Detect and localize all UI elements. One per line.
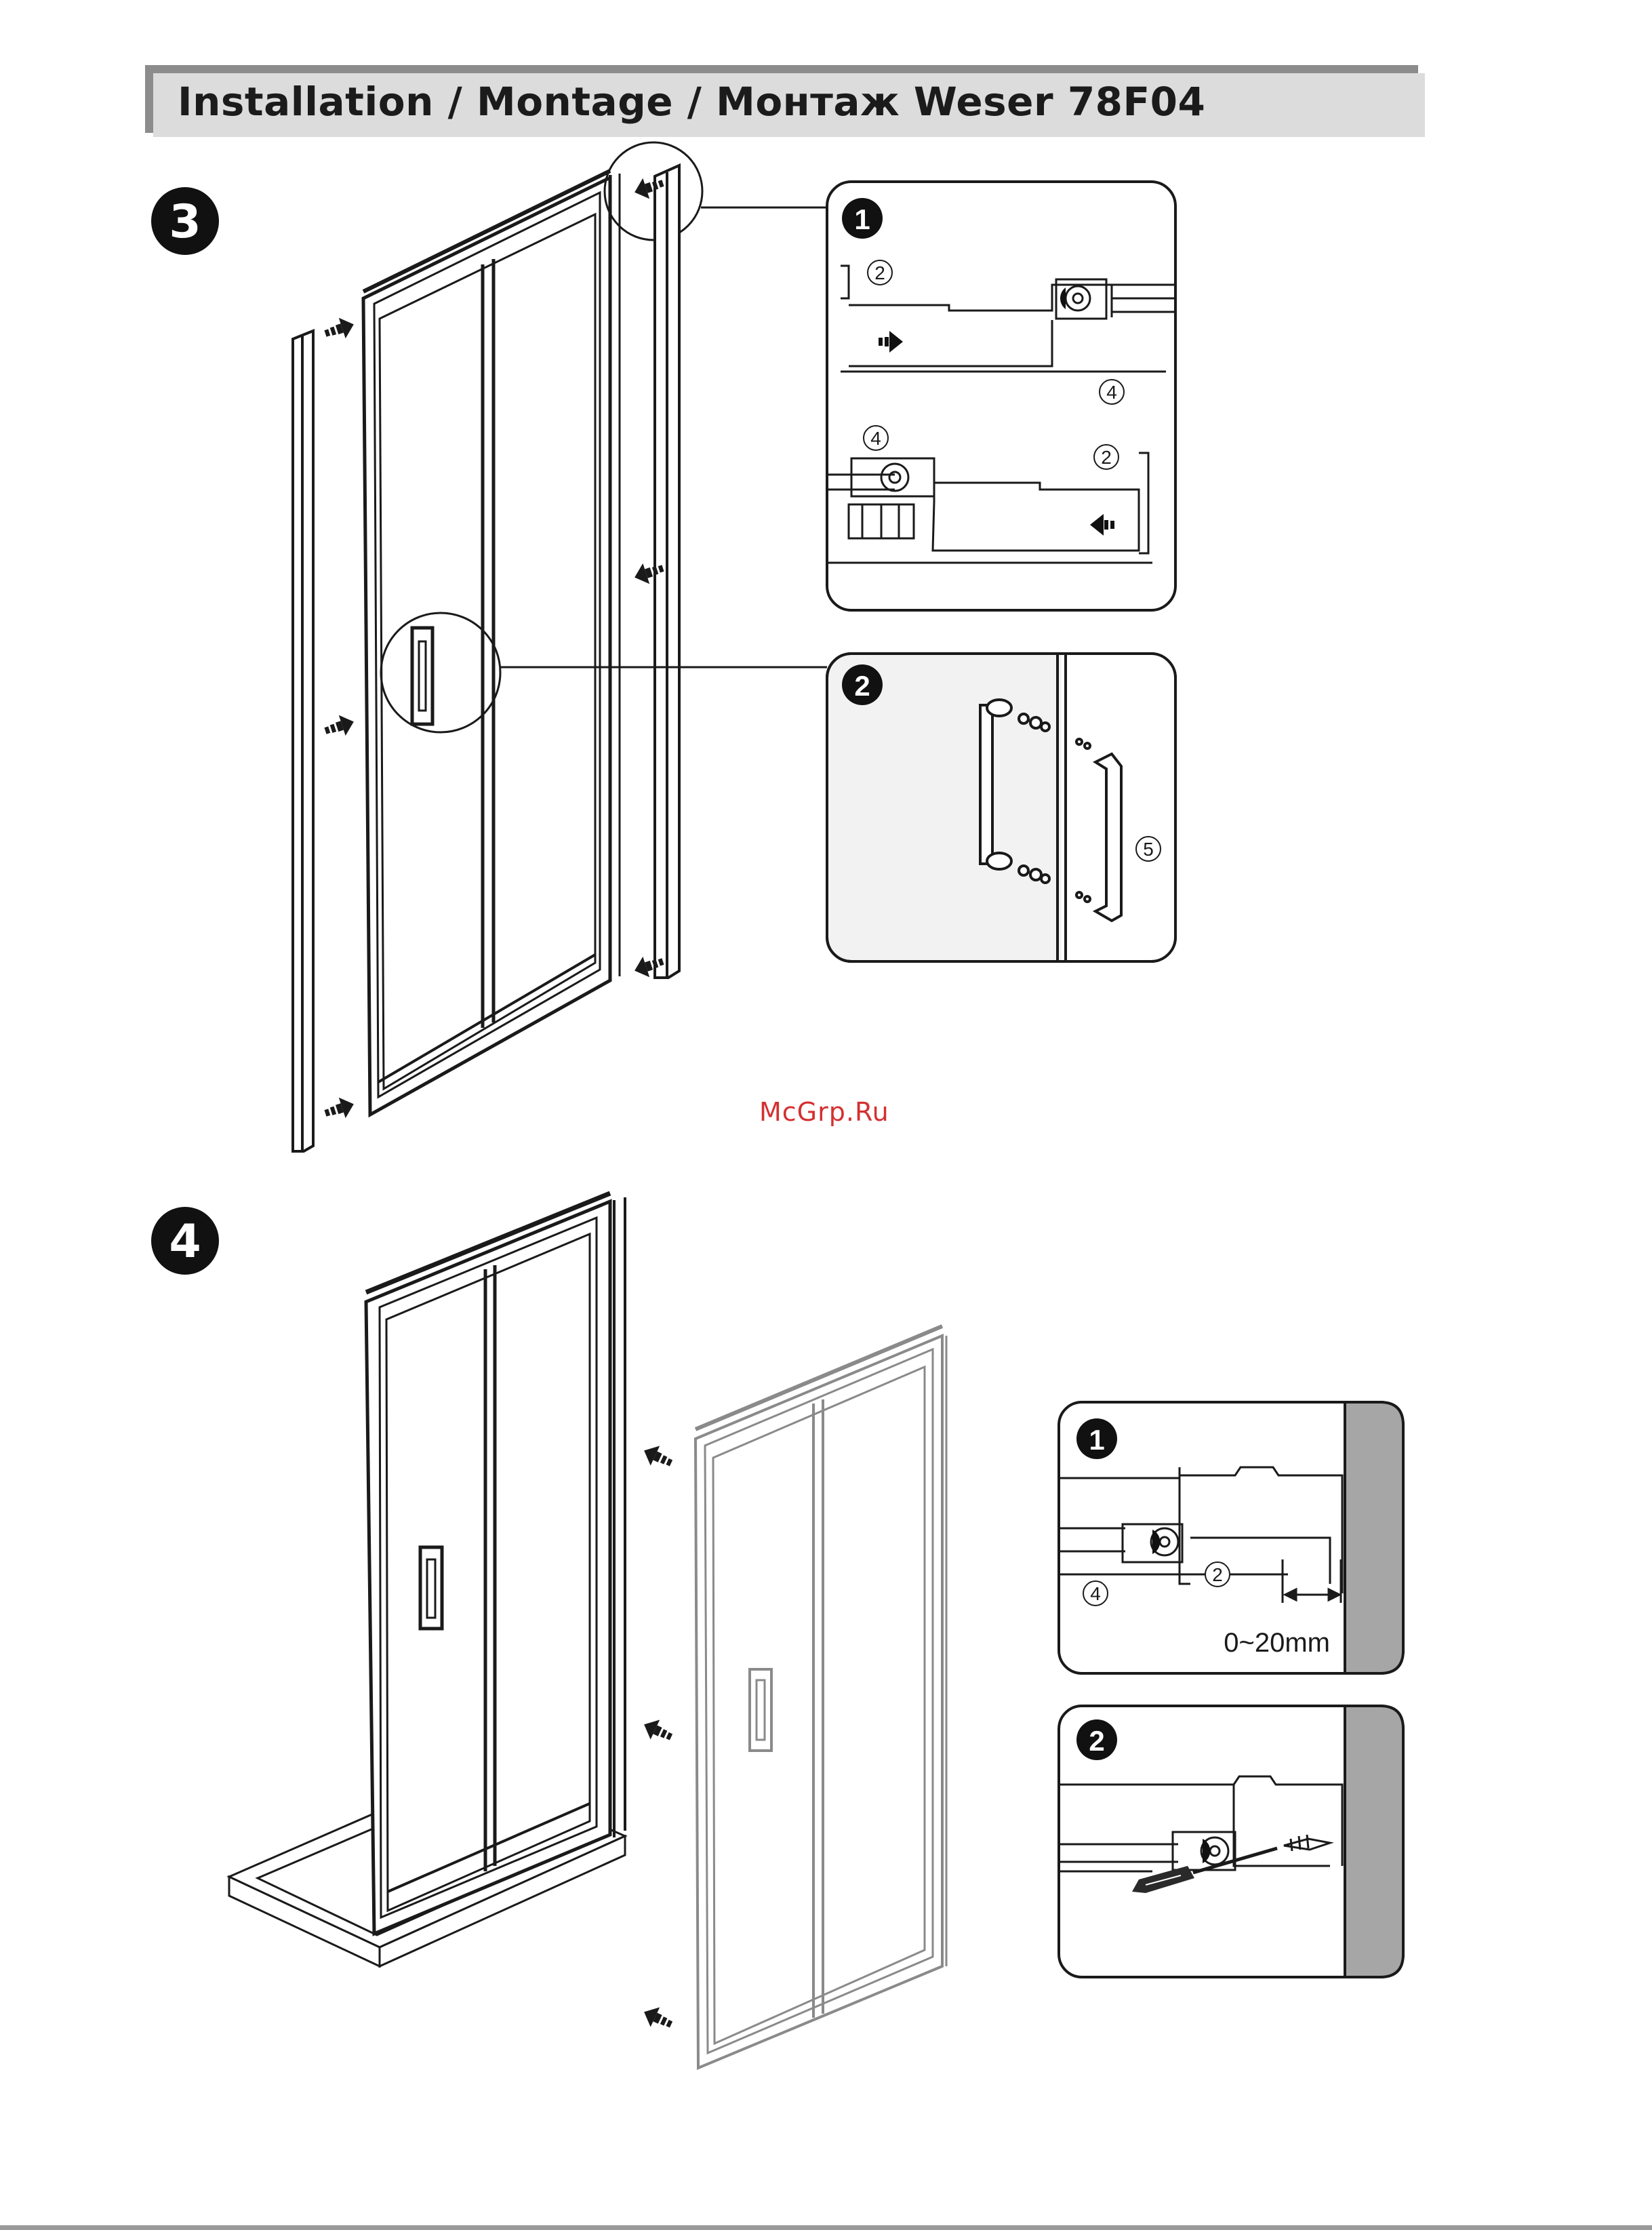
step3-arrow-left-1 xyxy=(322,314,357,344)
step4-second-door xyxy=(696,1326,946,2068)
gap-label: 0~20mm xyxy=(1224,1628,1330,1658)
step3-door-handle xyxy=(412,628,432,724)
step3-number-badge: 3 xyxy=(151,187,219,255)
svg-text:3: 3 xyxy=(169,195,201,249)
step4-detail-panel-2: 2 xyxy=(1059,1706,1403,1977)
step4-installed-door-handle xyxy=(420,1547,442,1629)
step3-left-wall-profile xyxy=(293,331,313,1151)
step4-arrow-1 xyxy=(639,1441,675,1473)
step4-arrow-2 xyxy=(639,1715,675,1747)
svg-text:4: 4 xyxy=(169,1215,201,1269)
watermark: McGrp.Ru xyxy=(759,1097,889,1127)
step3-detail-panel-2: 2 5 xyxy=(827,654,1175,961)
svg-text:2: 2 xyxy=(1212,1564,1223,1585)
page-bottom-rule xyxy=(0,2225,1652,2230)
step4-arrow-3 xyxy=(639,2002,675,2035)
svg-text:2: 2 xyxy=(874,262,885,283)
svg-text:1: 1 xyxy=(1089,1424,1104,1456)
svg-text:2: 2 xyxy=(854,670,870,702)
svg-text:4: 4 xyxy=(1106,382,1117,403)
step3-detail-panel-1: 1 2 4 xyxy=(827,182,1175,610)
step4-detail-panel-1: 1 0~20mm 4 2 xyxy=(1059,1402,1403,1673)
svg-text:5: 5 xyxy=(1143,839,1154,860)
step3-right-wall-profile xyxy=(655,165,679,978)
svg-text:4: 4 xyxy=(1090,1583,1101,1604)
svg-text:2: 2 xyxy=(1089,1725,1104,1757)
step3-arrow-left-3 xyxy=(322,1094,357,1123)
svg-text:2: 2 xyxy=(1101,447,1112,468)
svg-text:4: 4 xyxy=(870,428,881,449)
svg-text:1: 1 xyxy=(854,203,870,235)
step4-installed-door xyxy=(366,1193,625,1934)
step4-number-badge: 4 xyxy=(151,1207,219,1275)
step3-arrow-left-2 xyxy=(322,711,357,741)
